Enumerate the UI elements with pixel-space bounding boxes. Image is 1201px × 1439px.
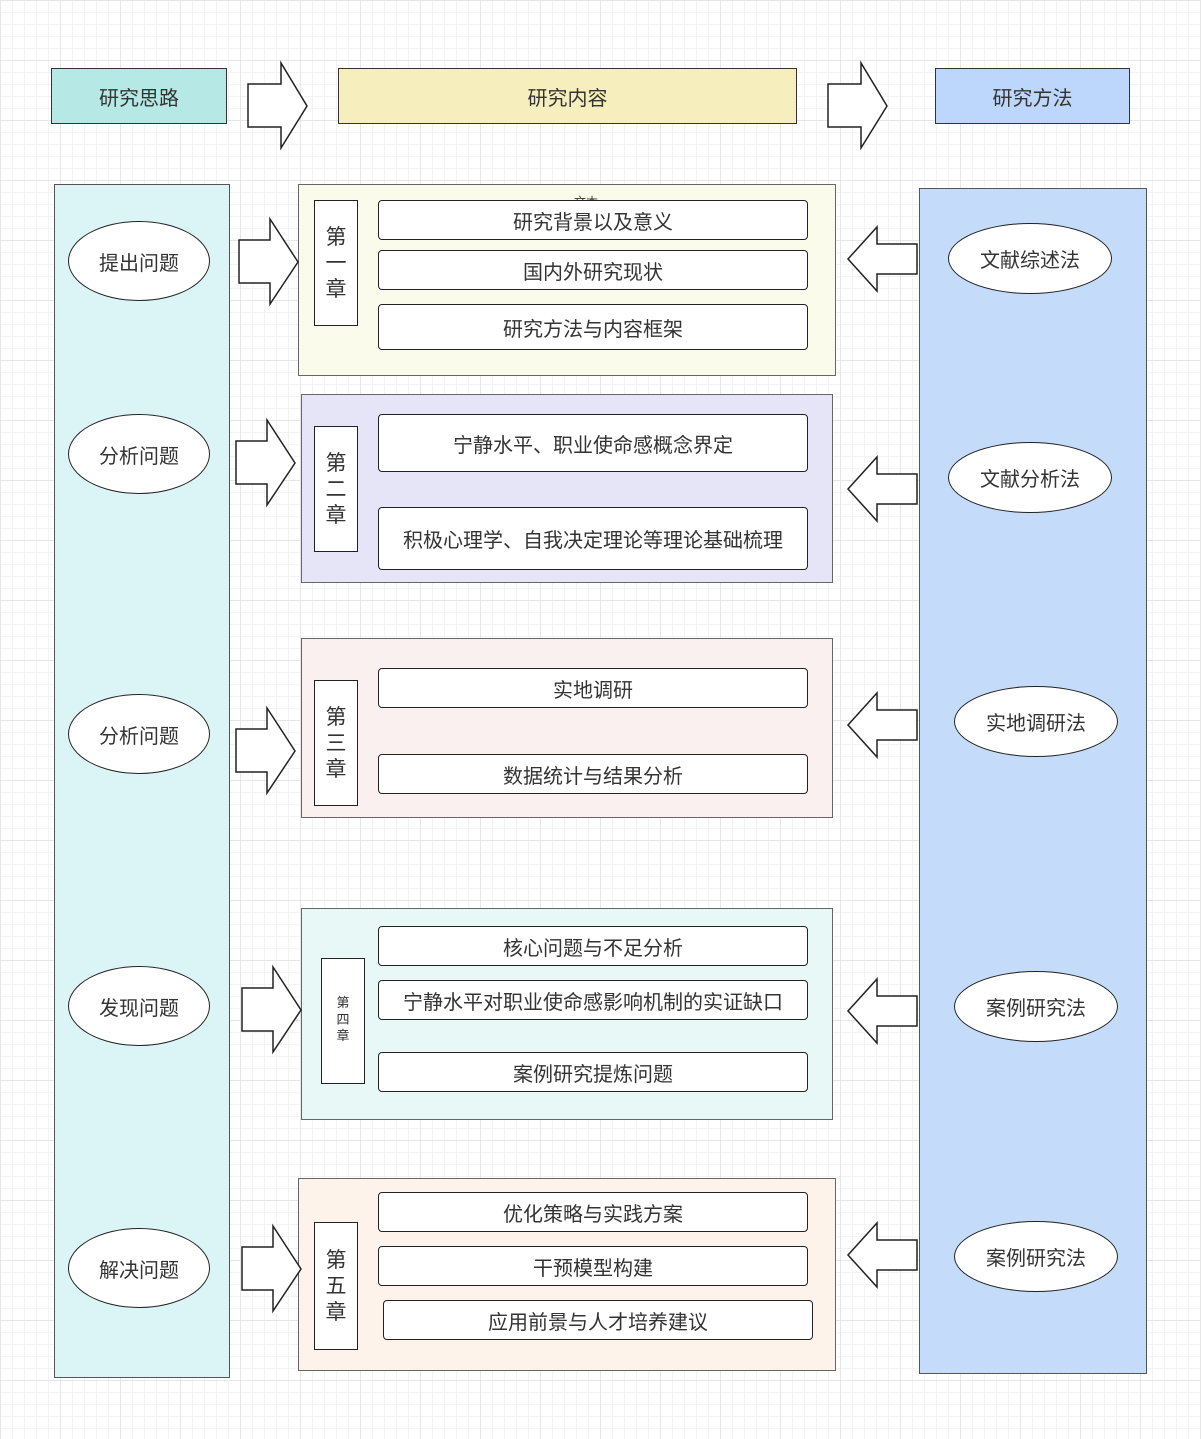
chapter-1-item-2: 国内外研究现状 [378, 250, 808, 290]
chapter-1-label: 第一章 [314, 200, 358, 326]
header-content: 研究内容 [338, 68, 797, 124]
arrow-right-3 [235, 705, 296, 796]
arrow-left-1 [846, 225, 918, 293]
arrow-right-2 [235, 417, 296, 508]
chapter-1-item-1: 研究背景以及意义 [378, 200, 808, 240]
chapter-4-item-1: 核心问题与不足分析 [378, 926, 808, 966]
arrow-right-1 [238, 216, 299, 307]
arrow-left-4 [846, 977, 918, 1045]
chapter-2-item-1: 宁静水平、职业使命感概念界定 [378, 414, 808, 472]
chapter-3-item-1: 实地调研 [378, 668, 808, 708]
chapter-4-item-3: 案例研究提炼问题 [378, 1052, 808, 1092]
chapter-1-item-3: 研究方法与内容框架 [378, 304, 808, 350]
step-analyze-problem-2: 分析问题 [68, 694, 210, 774]
arrow-left-5 [846, 1221, 918, 1289]
step-solve-problem: 解决问题 [68, 1228, 210, 1308]
chapter-5-item-3: 应用前景与人才培养建议 [383, 1300, 813, 1340]
method-literature-review: 文献综述法 [948, 223, 1112, 294]
header-arrow-1 [247, 60, 308, 151]
step-find-problem: 发现问题 [68, 966, 210, 1046]
chapter-5-item-2: 干预模型构建 [378, 1246, 808, 1286]
methods-panel [919, 188, 1147, 1374]
chapter-2-item-2: 积极心理学、自我决定理论等理论基础梳理 [378, 507, 808, 570]
chapter-5-item-1: 优化策略与实践方案 [378, 1192, 808, 1232]
chapter-4-item-2: 宁静水平对职业使命感影响机制的实证缺口 [378, 980, 808, 1020]
header-thinking: 研究思路 [51, 68, 227, 124]
step-raise-problem: 提出问题 [68, 221, 210, 301]
method-case-study-2: 案例研究法 [954, 1221, 1118, 1292]
chapter-5-label: 第五章 [314, 1222, 358, 1350]
method-case-study-1: 案例研究法 [954, 971, 1118, 1042]
thinking-panel [54, 184, 230, 1378]
chapter-3-label: 第三章 [314, 680, 358, 806]
arrow-left-3 [846, 691, 918, 759]
method-field-research: 实地调研法 [954, 686, 1118, 757]
chapter-3-item-2: 数据统计与结果分析 [378, 754, 808, 794]
header-methods: 研究方法 [935, 68, 1130, 124]
chapter-4-label: 第四章 [321, 958, 365, 1084]
step-analyze-problem-1: 分析问题 [68, 414, 210, 494]
arrow-left-2 [846, 455, 918, 523]
chapter-2-label: 第二章 [314, 426, 358, 552]
method-literature-analysis: 文献分析法 [948, 442, 1112, 513]
arrow-right-4 [241, 964, 302, 1055]
arrow-right-5 [241, 1223, 302, 1314]
header-arrow-2 [827, 60, 888, 151]
